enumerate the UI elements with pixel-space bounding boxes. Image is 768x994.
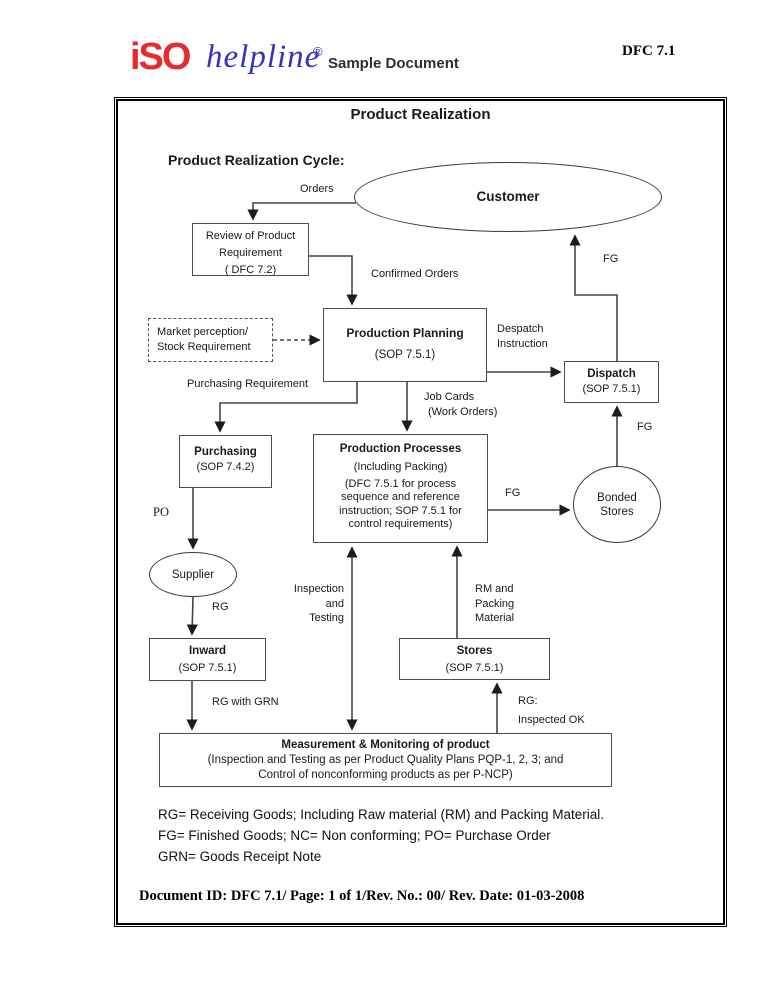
node-stores: Stores (SOP 7.5.1) [399,638,550,680]
customer-label: Customer [476,189,540,204]
edge-label-confirmed-orders: Confirmed Orders [371,268,459,280]
node-production-planning: Production Planning (SOP 7.5.1) [323,308,487,382]
node-inward: Inward (SOP 7.5.1) [149,638,266,681]
node-bonded-stores: Bonded Stores [573,466,661,543]
edge-label-fg-to-bonded: FG [505,487,521,499]
edge-label-fg-to-customer: FG [603,253,619,265]
node-dispatch: Dispatch (SOP 7.5.1) [564,361,659,403]
logo-helpline-text: helpline [206,39,321,75]
page-title: Product Realization [350,106,491,123]
legend-line-rg: RG= Receiving Goods; Including Raw mater… [158,807,605,822]
edge-label-rg-with-grn: RG with GRN [212,696,279,708]
edge-label-orders: Orders [300,183,334,195]
legend-line-fg: FG= Finished Goods; NC= Non conforming; … [158,828,551,843]
document-border [114,97,727,927]
edge-label-job-cards: Job Cards (Work Orders) [424,391,498,418]
logo-iso-text: iSO [130,36,191,78]
node-market-perception: Market perception/ Stock Requirement [148,318,273,362]
edge-label-inspection-testing: Inspection and Testing [293,583,344,624]
edge-label-despatch-instruction: Despatch Instruction [497,323,548,350]
edge-label-fg-to-dispatch: FG [637,421,653,433]
node-production-processes: Production Processes (Including Packing)… [313,434,488,543]
edge-label-purchasing-requirement: Purchasing Requirement [187,378,309,390]
registered-mark-icon: ® [313,44,323,59]
node-review-of-product-requirement: Review of Product Requirement ( DFC 7.2) [192,223,309,276]
edge-label-rg: RG [212,601,229,613]
legend-line-grn: GRN= Goods Receipt Note [158,849,322,864]
edge-label-rm-packing-material: RM and Packing Material [475,583,515,624]
edge-label-po: PO [153,505,169,519]
node-supplier: Supplier [149,552,237,597]
node-measurement-monitoring: Measurement & Monitoring of product (Ins… [159,733,612,787]
logo-tagline: Sample Document [328,55,459,72]
legend: RG= Receiving Goods; Including Raw mater… [158,804,604,867]
doc-code-header: DFC 7.1 [622,43,676,59]
node-customer: Customer [354,162,662,232]
document-id-footer: Document ID: DFC 7.1/ Page: 1 of 1/Rev. … [139,888,585,904]
edge-label-rg-inspected-ok: RG: Inspected OK [518,695,585,726]
cycle-heading: Product Realization Cycle: [168,152,345,168]
node-purchasing: Purchasing (SOP 7.4.2) [179,435,272,488]
